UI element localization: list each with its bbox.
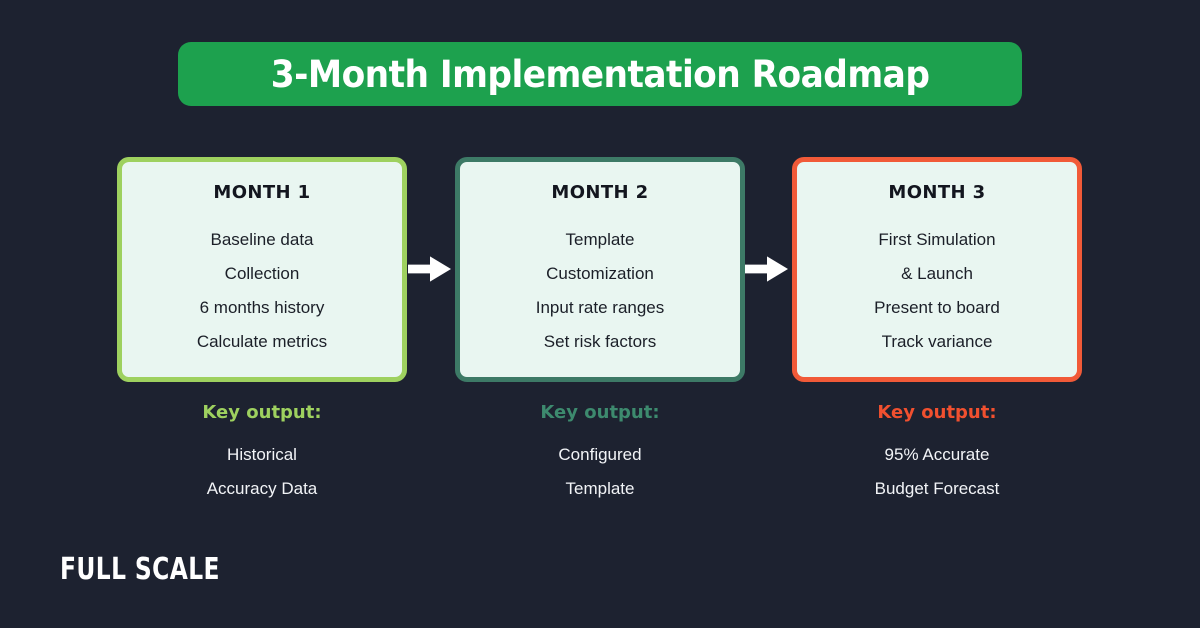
month-card-2-title: MONTH 2 (551, 182, 649, 203)
roadmap-column-month-1: MONTH 1 Baseline data Collection 6 month… (117, 157, 407, 506)
key-output-label-2: Key output: (540, 402, 660, 423)
month-card-1-title: MONTH 1 (213, 182, 311, 203)
month-card-3-line: Present to board (874, 298, 1000, 317)
month-card-1-line: Calculate metrics (196, 332, 328, 351)
roadmap-column-month-3: MONTH 3 First Simulation & Launch Presen… (792, 157, 1082, 506)
month-card-2: MONTH 2 Template Customization Input rat… (455, 157, 745, 382)
full-scale-logo: FULL SCALE (60, 552, 220, 587)
month-card-1-line: 6 months history (199, 298, 325, 317)
month-card-3-line: & Launch (901, 264, 973, 283)
key-output-line-2: Template (565, 479, 635, 498)
key-output-label-1: Key output: (202, 402, 322, 423)
month-card-1: MONTH 1 Baseline data Collection 6 month… (117, 157, 407, 382)
key-output-label-3: Key output: (877, 402, 997, 423)
key-output-line-1: Accuracy Data (206, 479, 318, 498)
key-output-line-2: Configured (558, 445, 642, 464)
month-card-3-line: Track variance (881, 332, 993, 351)
key-output-block-2: Key output: Configured Template (455, 404, 745, 506)
key-output-line-1: Historical (227, 445, 297, 464)
month-card-2-line: Input rate ranges (535, 298, 665, 317)
month-card-2-line: Template (565, 230, 635, 249)
roadmap-columns: MONTH 1 Baseline data Collection 6 month… (0, 157, 1200, 517)
roadmap-column-month-2: MONTH 2 Template Customization Input rat… (455, 157, 745, 506)
key-output-line-3: Budget Forecast (874, 479, 1000, 498)
month-card-3: MONTH 3 First Simulation & Launch Presen… (792, 157, 1082, 382)
page-title: 3-Month Implementation Roadmap (270, 52, 930, 96)
month-card-3-line: First Simulation (878, 230, 996, 249)
month-card-3-title: MONTH 3 (888, 182, 986, 203)
arrow-right-icon (745, 255, 789, 283)
month-card-2-line: Set risk factors (543, 332, 657, 351)
month-card-1-line: Baseline data (210, 230, 314, 249)
key-output-line-3: 95% Accurate (884, 445, 990, 464)
key-output-block-1: Key output: Historical Accuracy Data (117, 404, 407, 506)
month-card-2-line: Customization (546, 264, 654, 283)
key-output-block-3: Key output: 95% Accurate Budget Forecast (792, 404, 1082, 506)
arrow-right-icon (408, 255, 452, 283)
title-banner: 3-Month Implementation Roadmap (178, 42, 1022, 106)
month-card-1-line: Collection (224, 264, 300, 283)
